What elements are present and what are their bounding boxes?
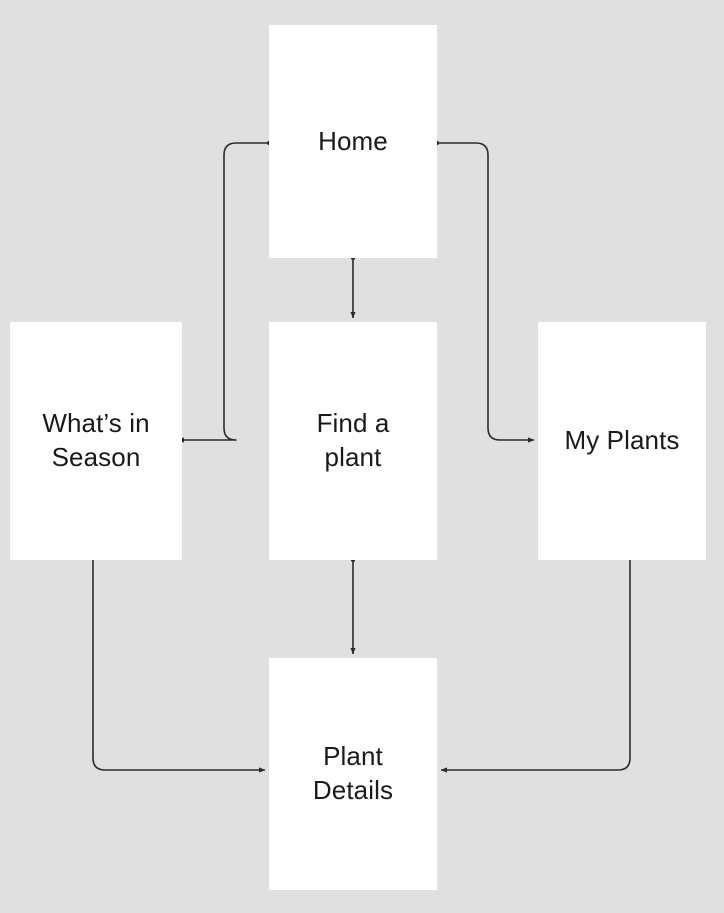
edge-myplants-to-details	[440, 560, 631, 773]
edge-home-to-myplants	[434, 140, 535, 443]
node-home[interactable]: Home	[269, 25, 437, 258]
node-find-a-plant-label: Find a plant	[316, 408, 390, 472]
node-home-label: Home	[318, 125, 388, 156]
node-my-plants[interactable]: My Plants	[538, 322, 706, 560]
node-my-plants-label: My Plants	[564, 425, 680, 456]
node-find-a-plant[interactable]: Find a plant	[269, 322, 437, 560]
edge-home-to-season	[177, 140, 272, 443]
node-plant-details[interactable]: Plant Details	[269, 658, 437, 890]
node-plant-details-label: Plant Details	[312, 741, 394, 805]
node-whats-in-season-label: What’s in Season	[42, 408, 150, 472]
edge-season-to-details	[92, 560, 266, 773]
node-whats-in-season[interactable]: What’s in Season	[10, 322, 182, 560]
